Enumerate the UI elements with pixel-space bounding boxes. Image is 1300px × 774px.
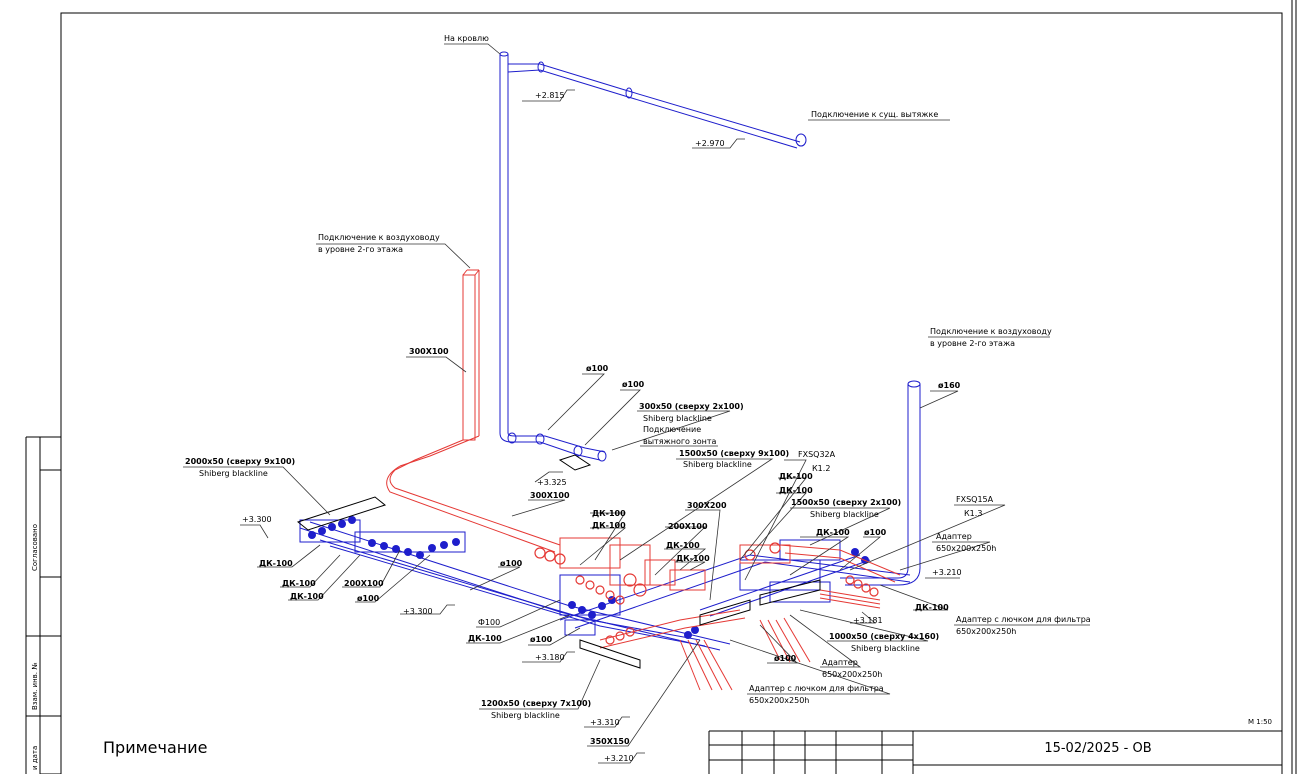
exhaust-outlets: [308, 516, 869, 639]
label-dk100-3: ДК-100: [592, 509, 626, 518]
grilles: [296, 454, 821, 669]
label-el-3300-a: +3.300: [242, 515, 272, 524]
label-dk100-4: ДК-100: [592, 521, 626, 530]
label-grille-2000-2: Shiberg blackline: [199, 469, 268, 478]
label-adapter-1-size: 650х200х250h: [936, 544, 996, 553]
label-grille-1500a-2: Shiberg blackline: [683, 460, 752, 469]
side-label-agreed: Согласовано: [31, 524, 39, 571]
doc-code: 15-02/2025 - ОВ: [1044, 741, 1151, 756]
label-duct-300x200: 300Х200: [687, 501, 727, 510]
label-conn-existing-exhaust: Подключение к сущ. вытяжке: [811, 110, 938, 119]
label-duct-300x100-horiz: 300Х100: [530, 491, 570, 500]
label-conn-floor2-right-2: в уровне 2-го этажа: [930, 339, 1015, 348]
label-el-3180: +3.180: [535, 653, 565, 662]
label-dk100-10: ДК-100: [290, 592, 324, 601]
label-dk100-7: ДК-100: [676, 554, 710, 563]
label-d100-e: ø100: [357, 594, 380, 603]
label-el-2815: +2.815: [535, 91, 565, 100]
label-adapter-1: Адаптер: [936, 532, 972, 541]
label-grille-1500b-2: Shiberg blackline: [810, 510, 879, 519]
label-el-3210-a: +3.210: [932, 568, 962, 577]
label-duct-300x100-vert: 300Х100: [409, 347, 449, 356]
label-dk100-8: ДК-100: [259, 559, 293, 568]
label-grille-300x50-1: 300х50 (сверху 2х100): [639, 402, 744, 411]
label-grille-1200-2: Shiberg blackline: [491, 711, 560, 720]
label-dk100-2: ДК-100: [779, 486, 813, 495]
label-duct-350x150: 350Х150: [590, 737, 630, 746]
leaders: [183, 43, 1090, 764]
label-d100-f: ø100: [530, 635, 553, 644]
label-el-3181: +3.181: [853, 616, 883, 625]
label-grille-1000-2: Shiberg blackline: [851, 644, 920, 653]
label-grille-1200-1: 1200х50 (сверху 7х100): [481, 699, 591, 708]
label-dk100-12: ДК-100: [915, 603, 949, 612]
side-stamp: [25, 436, 62, 774]
label-grille-1500b-1: 1500х50 (сверху 2х100): [791, 498, 901, 507]
label-el-2970: +2.970: [695, 139, 725, 148]
label-fxsq32a: FXSQ32A: [798, 450, 836, 459]
label-dk100-9: ДК-100: [282, 579, 316, 588]
note-title: Примечание: [103, 738, 207, 757]
label-k13: К1.3: [964, 509, 982, 518]
label-grille-2000-1: 2000х50 (сверху 9х100): [185, 457, 295, 466]
side-label-inv: Взам. инв. №: [31, 662, 39, 710]
label-conn-floor2-left-2: в уровне 2-го этажа: [318, 245, 403, 254]
scale-label: М 1:50: [1248, 718, 1272, 726]
label-dk100-6: ДК-100: [666, 541, 700, 550]
sheet-frame: [60, 0, 1297, 774]
label-d100-g: ø100: [774, 654, 797, 663]
annotation-labels: На кровлю +2.815 Подключение к сущ. вытя…: [185, 34, 1091, 763]
label-adapter-filter-2: Адаптер с лючком для фильтра: [749, 684, 884, 693]
label-adapter-filter-1: Адаптер с лючком для фильтра: [956, 615, 1091, 624]
label-hood-2: вытяжного зонта: [643, 437, 717, 446]
label-adapter-filter-1-size: 650х200х250h: [956, 627, 1016, 636]
label-d100-c: ø100: [864, 528, 887, 537]
label-conn-floor2-right-1: Подключение к воздуховоду: [930, 327, 1052, 336]
label-el-3310: +3.310: [590, 718, 620, 727]
label-grille-1000-1: 1000х50 (сверху 4х160): [829, 632, 939, 641]
label-adapter-filter-2-size: 650х200х250h: [749, 696, 809, 705]
label-to-roof: На кровлю: [444, 34, 489, 43]
label-k12: К1.2: [812, 464, 830, 473]
label-el-3210-b: +3.210: [604, 754, 634, 763]
label-hood-1: Подключение: [643, 425, 701, 434]
label-conn-floor2-left-1: Подключение к воздуховоду: [318, 233, 440, 242]
label-fxsq15a: FXSQ15A: [956, 495, 994, 504]
supply-ductwork: [386, 269, 901, 691]
title-block: [708, 730, 1282, 774]
label-adapter-2: Адаптер: [822, 658, 858, 667]
label-dk100-5: ДК-100: [816, 528, 850, 537]
label-dk100-11: ДК-100: [468, 634, 502, 643]
label-d100-d: ø100: [500, 559, 523, 568]
label-grille-300x50-2: Shiberg blackline: [643, 414, 712, 423]
label-d100-a: ø100: [586, 364, 609, 373]
side-label-date: и дата: [31, 746, 39, 770]
label-duct-200x100-b: 200Х100: [344, 579, 384, 588]
label-el-3300-b: +3.300: [403, 607, 433, 616]
supply-outlets: [534, 542, 879, 645]
label-grille-1500a-1: 1500х50 (сверху 9х100): [679, 449, 789, 458]
label-d160: ø160: [938, 381, 961, 390]
label-adapter-2-size: 650х200х250h: [822, 670, 882, 679]
label-phi100: Ф100: [478, 618, 500, 627]
label-duct-200x100-a: 200Х100: [668, 522, 708, 531]
label-d100-b: ø100: [622, 380, 645, 389]
label-el-3325: +3.325: [537, 478, 567, 487]
label-dk100-1: ДК-100: [779, 472, 813, 481]
